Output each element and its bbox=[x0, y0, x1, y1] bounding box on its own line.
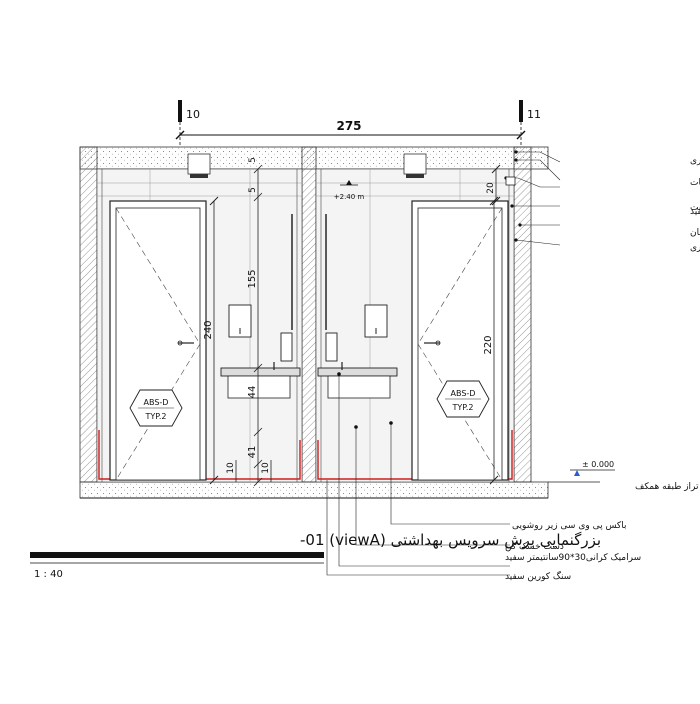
callout-right-4: سرامیک کرانی30*90سانتیمتر سفید bbox=[690, 207, 700, 217]
callout-right-2: سازه سقف کاذب مطابق با جزئیات bbox=[690, 178, 700, 188]
callout-right-1: دیوار بلوک لیکا15سانتیمتری bbox=[690, 155, 700, 166]
floor-slab bbox=[79, 481, 549, 499]
soap-dispenser-left bbox=[280, 332, 293, 362]
elevation-mark: +2.40 m bbox=[334, 193, 365, 201]
dim-10-a: 10 bbox=[226, 462, 236, 474]
drawing-scale: 1 : 40 bbox=[34, 569, 63, 580]
door-left-leaf bbox=[115, 207, 201, 481]
title-underline bbox=[30, 552, 324, 558]
callout-right-5: ملات ماسه و سیمان bbox=[690, 228, 700, 238]
callout-bottom-4: سنگ کورین سفید bbox=[505, 570, 571, 582]
vanity-right-box bbox=[327, 375, 391, 399]
dim-10-b: 10 bbox=[261, 462, 271, 474]
vanity-left-box bbox=[227, 375, 291, 399]
vanity-right-top bbox=[317, 367, 398, 377]
wall-left bbox=[79, 146, 98, 483]
dim-5-a: 5 bbox=[248, 157, 258, 163]
callout-right-6: چراغ سیلندری bbox=[690, 243, 700, 253]
level-symbol bbox=[574, 470, 580, 476]
callout-bottom-3: سرامیک کرانی30*90سانتیمتر سفید bbox=[505, 553, 641, 563]
callout-right-3: کاف ساده یکپارچه مقاوم در برابر رطوبت bbox=[690, 203, 700, 213]
dim-220: 220 bbox=[483, 335, 494, 354]
door-tag-right-type: TYP.2 bbox=[452, 403, 474, 412]
grid-label-right: 11 bbox=[527, 108, 541, 121]
callout-leaders-bottom bbox=[326, 374, 510, 576]
callout-bottom-1: باکس پی وی سی زیر روشویی bbox=[512, 521, 626, 531]
hand-dryer-right bbox=[364, 304, 388, 338]
ceiling-light-left bbox=[187, 153, 211, 175]
door-tag-right-code: ABS-D bbox=[451, 389, 476, 398]
dim-5-b: 5 bbox=[248, 187, 258, 193]
callout-bottom-2: دست خشک کن bbox=[505, 542, 564, 552]
overall-dimension-text: 275 bbox=[336, 119, 361, 133]
dim-41: 41 bbox=[247, 446, 258, 459]
vanity-left-top bbox=[220, 367, 301, 377]
door-tag-left-type: TYP.2 bbox=[145, 412, 167, 421]
grid-label-left: 10 bbox=[186, 108, 200, 121]
grid-marker-left bbox=[178, 100, 182, 122]
dimension-chain-left bbox=[253, 164, 263, 487]
grid-marker-right bbox=[519, 100, 523, 122]
ceiling-light-right bbox=[403, 153, 427, 175]
wall-middle bbox=[301, 146, 317, 483]
soap-dispenser-right bbox=[325, 332, 338, 362]
hand-dryer-left bbox=[228, 304, 252, 338]
dim-240: 240 bbox=[203, 320, 214, 339]
level-label: تراز طبقه همکف bbox=[635, 482, 699, 492]
wall-right bbox=[513, 146, 532, 483]
level-mark: ± 0.000 bbox=[582, 460, 614, 469]
door-right-leaf bbox=[417, 207, 503, 481]
dim-20: 20 bbox=[486, 182, 496, 194]
dim-155: 155 bbox=[247, 269, 258, 288]
dim-44: 44 bbox=[247, 386, 258, 399]
door-tag-left-code: ABS-D bbox=[144, 398, 169, 407]
callout-leaders-right bbox=[506, 151, 561, 246]
drawing-title: بزرگنمایی برش سرویس بهداشتی (viewA) 01- bbox=[300, 531, 601, 549]
